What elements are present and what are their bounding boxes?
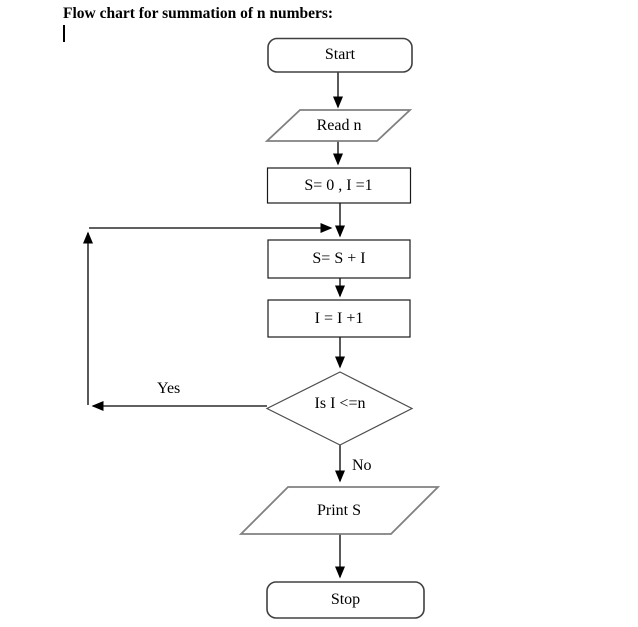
increment-process-shape[interactable] [267, 299, 411, 338]
sum-process-shape[interactable] [267, 239, 411, 279]
init-process-shape[interactable] [266, 167, 412, 204]
text-caret [63, 25, 65, 42]
stop-terminator-shape[interactable] [266, 581, 425, 619]
print-parallelogram-shape[interactable] [238, 486, 441, 535]
start-terminator-shape[interactable] [267, 37, 413, 73]
page-title: Flow chart for summation of n numbers: [63, 5, 334, 22]
decision-diamond-shape[interactable] [265, 371, 414, 446]
read-n-parallelogram-shape[interactable] [264, 109, 413, 142]
